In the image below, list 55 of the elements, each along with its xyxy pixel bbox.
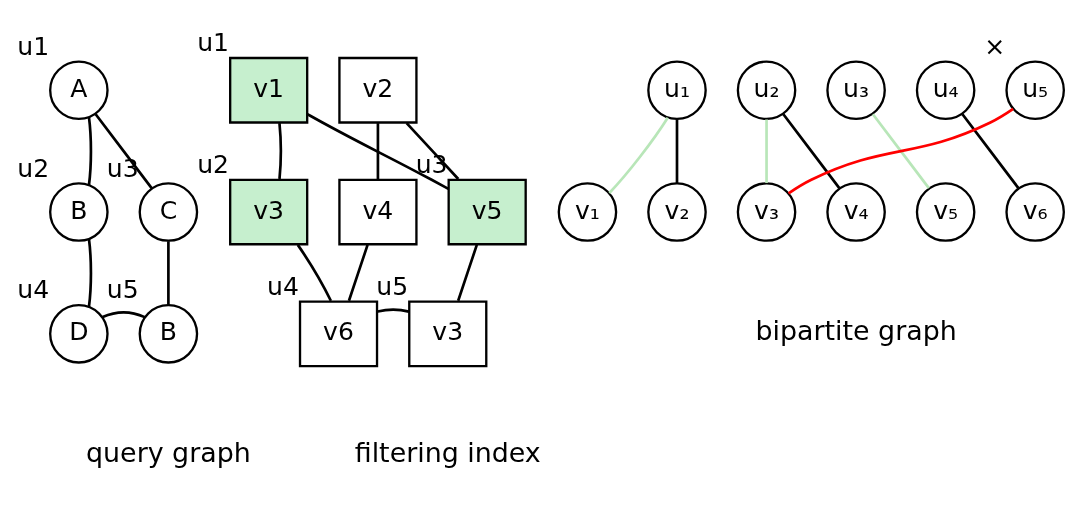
connector [87,116,93,185]
connector [376,122,380,179]
node-circle: v₆ [1005,181,1065,242]
node-label: u2 [17,153,50,183]
node-circle: u₃ [826,59,886,120]
connector [675,118,679,183]
node-label: × [984,31,1006,61]
node-circle: v₁ [557,181,618,242]
connector [787,107,1014,195]
node-label: u5 [106,274,139,304]
connector [296,243,333,301]
connector [347,243,369,301]
node-circle: u₅ [1005,59,1065,120]
node-label: u4 [267,271,299,301]
node-circle: A [49,59,109,120]
node-circle: u₄ [915,59,976,120]
node-label: u2 [197,149,230,179]
connector [87,238,93,307]
label: bipartite graph [755,314,957,346]
label: filtering index [354,436,541,468]
node-box: v3 [408,299,488,367]
connector [377,307,410,313]
node-circle: u₂ [736,59,797,120]
node-circle: D [49,303,109,364]
node-label: u1 [17,31,50,61]
node-circle: v₄ [826,181,886,242]
connector [94,112,153,189]
node-circle: v₅ [915,181,976,242]
node-circle: v₃ [736,181,797,242]
node-box: v2 [338,56,418,124]
node-box: v6 [298,299,379,367]
node-circle: B [138,303,199,364]
connector [102,310,146,318]
node-label: u1 [197,27,230,57]
label: query graph [86,436,251,468]
node-circle: C [138,181,199,242]
node-circle: u₁ [647,59,707,120]
connector [306,112,450,190]
connector [782,112,841,189]
connector [871,112,930,189]
connector [608,116,669,194]
node-box: v1 [229,56,309,124]
connector [961,112,1020,189]
node-circle: B [49,181,109,242]
node-label: u5 [376,271,409,301]
node-label: u4 [17,274,50,304]
connector [278,122,283,179]
connector [456,243,479,301]
node-box: v4 [338,178,418,245]
node-box: v5 [447,178,527,245]
node-box: v3 [229,178,309,245]
node-circle: v₂ [647,181,707,242]
connector [405,121,460,180]
connector [765,118,768,183]
connector [167,240,170,305]
